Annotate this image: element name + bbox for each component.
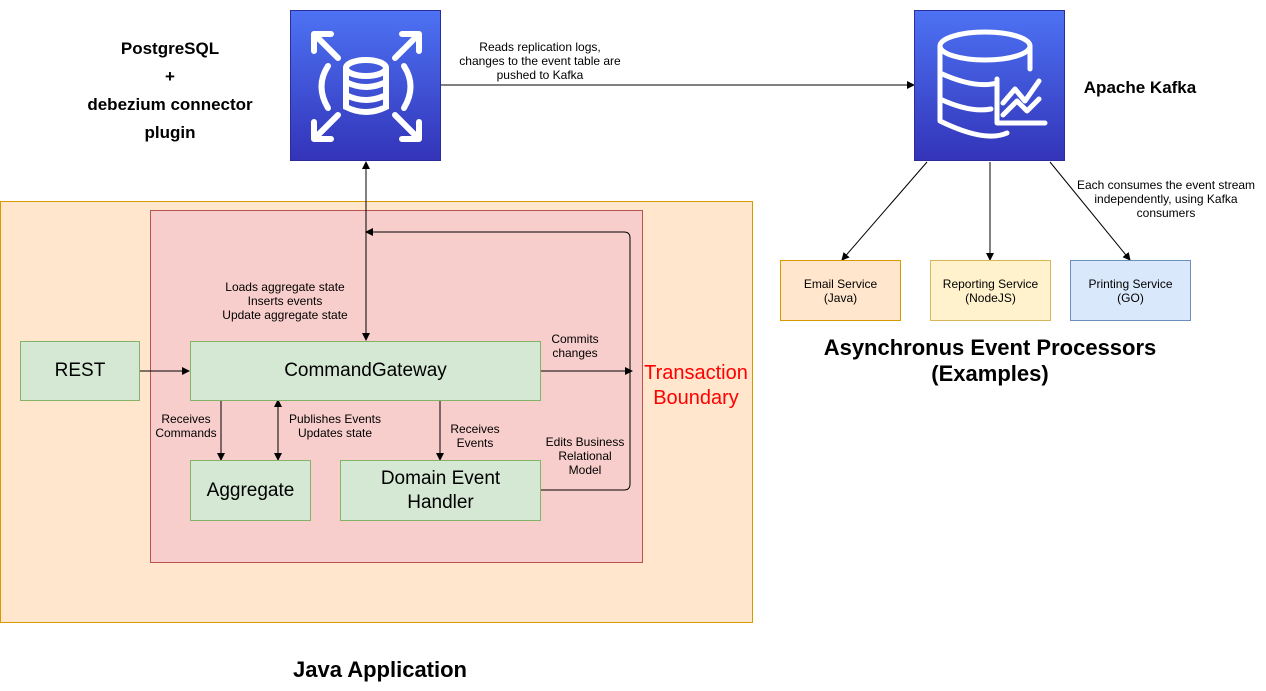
replication-note: Reads replication logs, changes to the e… <box>459 40 621 82</box>
aggregate-box: Aggregate <box>190 460 311 521</box>
java-application-title: Java Application <box>292 657 467 682</box>
consume-note: Each consumes the event stream independe… <box>1076 178 1256 220</box>
transaction-boundary-label: Transaction Boundary <box>644 362 748 409</box>
receives-commands-note: Receives Commands <box>155 412 217 440</box>
kafka-email-arrow <box>841 161 928 261</box>
loads-aggregate-note: Loads aggregate state Inserts events Upd… <box>222 280 348 322</box>
postgres-database-icon <box>290 10 441 161</box>
commits-changes-note: Commits changes <box>551 332 599 360</box>
kafka-analytics-icon <box>914 10 1065 161</box>
processors-title: Asynchronus Event Processors (Examples) <box>823 335 1157 386</box>
postgres-label: PostgreSQL + debezium connector plugin <box>87 39 253 142</box>
reporting-service-box: Reporting Service (NodeJS) <box>930 260 1051 321</box>
domain-event-handler-box: Domain Event Handler <box>340 460 541 521</box>
edits-loop-arrow <box>365 228 631 491</box>
rest-box: REST <box>20 341 140 401</box>
kafka-printing-arrow <box>1049 161 1131 261</box>
receives-events-note: Receives Events <box>450 422 500 450</box>
kafka-label: Apache Kafka <box>1083 78 1197 97</box>
publishes-events-note: Publishes Events Updates state <box>288 412 382 440</box>
printing-service-box: Printing Service (GO) <box>1070 260 1191 321</box>
email-service-box: Email Service (Java) <box>780 260 901 321</box>
command-gateway-box: CommandGateway <box>190 341 541 401</box>
edits-business-note: Edits Business Relational Model <box>545 435 625 477</box>
